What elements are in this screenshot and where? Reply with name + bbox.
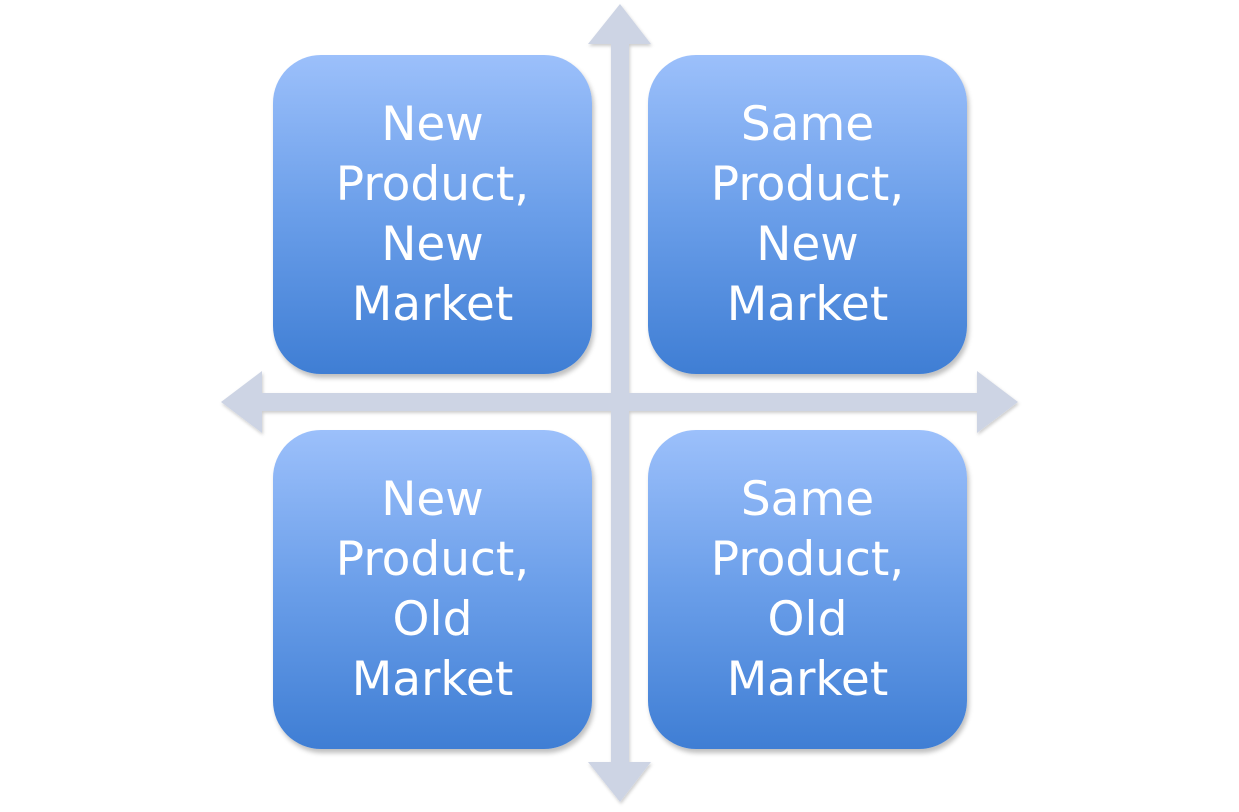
horizontal-axis-arrow	[221, 371, 1018, 433]
quadrant-label: Same Product, New Market	[710, 96, 905, 332]
quadrant-label: New Product, Old Market	[335, 471, 530, 707]
quadrant-same-product-new-market: Same Product, New Market	[648, 55, 967, 374]
quadrant-new-product-new-market: New Product, New Market	[273, 55, 592, 374]
quadrant-same-product-old-market: Same Product, Old Market	[648, 430, 967, 749]
quadrant-new-product-old-market: New Product, Old Market	[273, 430, 592, 749]
quadrant-label: New Product, New Market	[335, 96, 530, 332]
quadrant-label: Same Product, Old Market	[710, 471, 905, 707]
